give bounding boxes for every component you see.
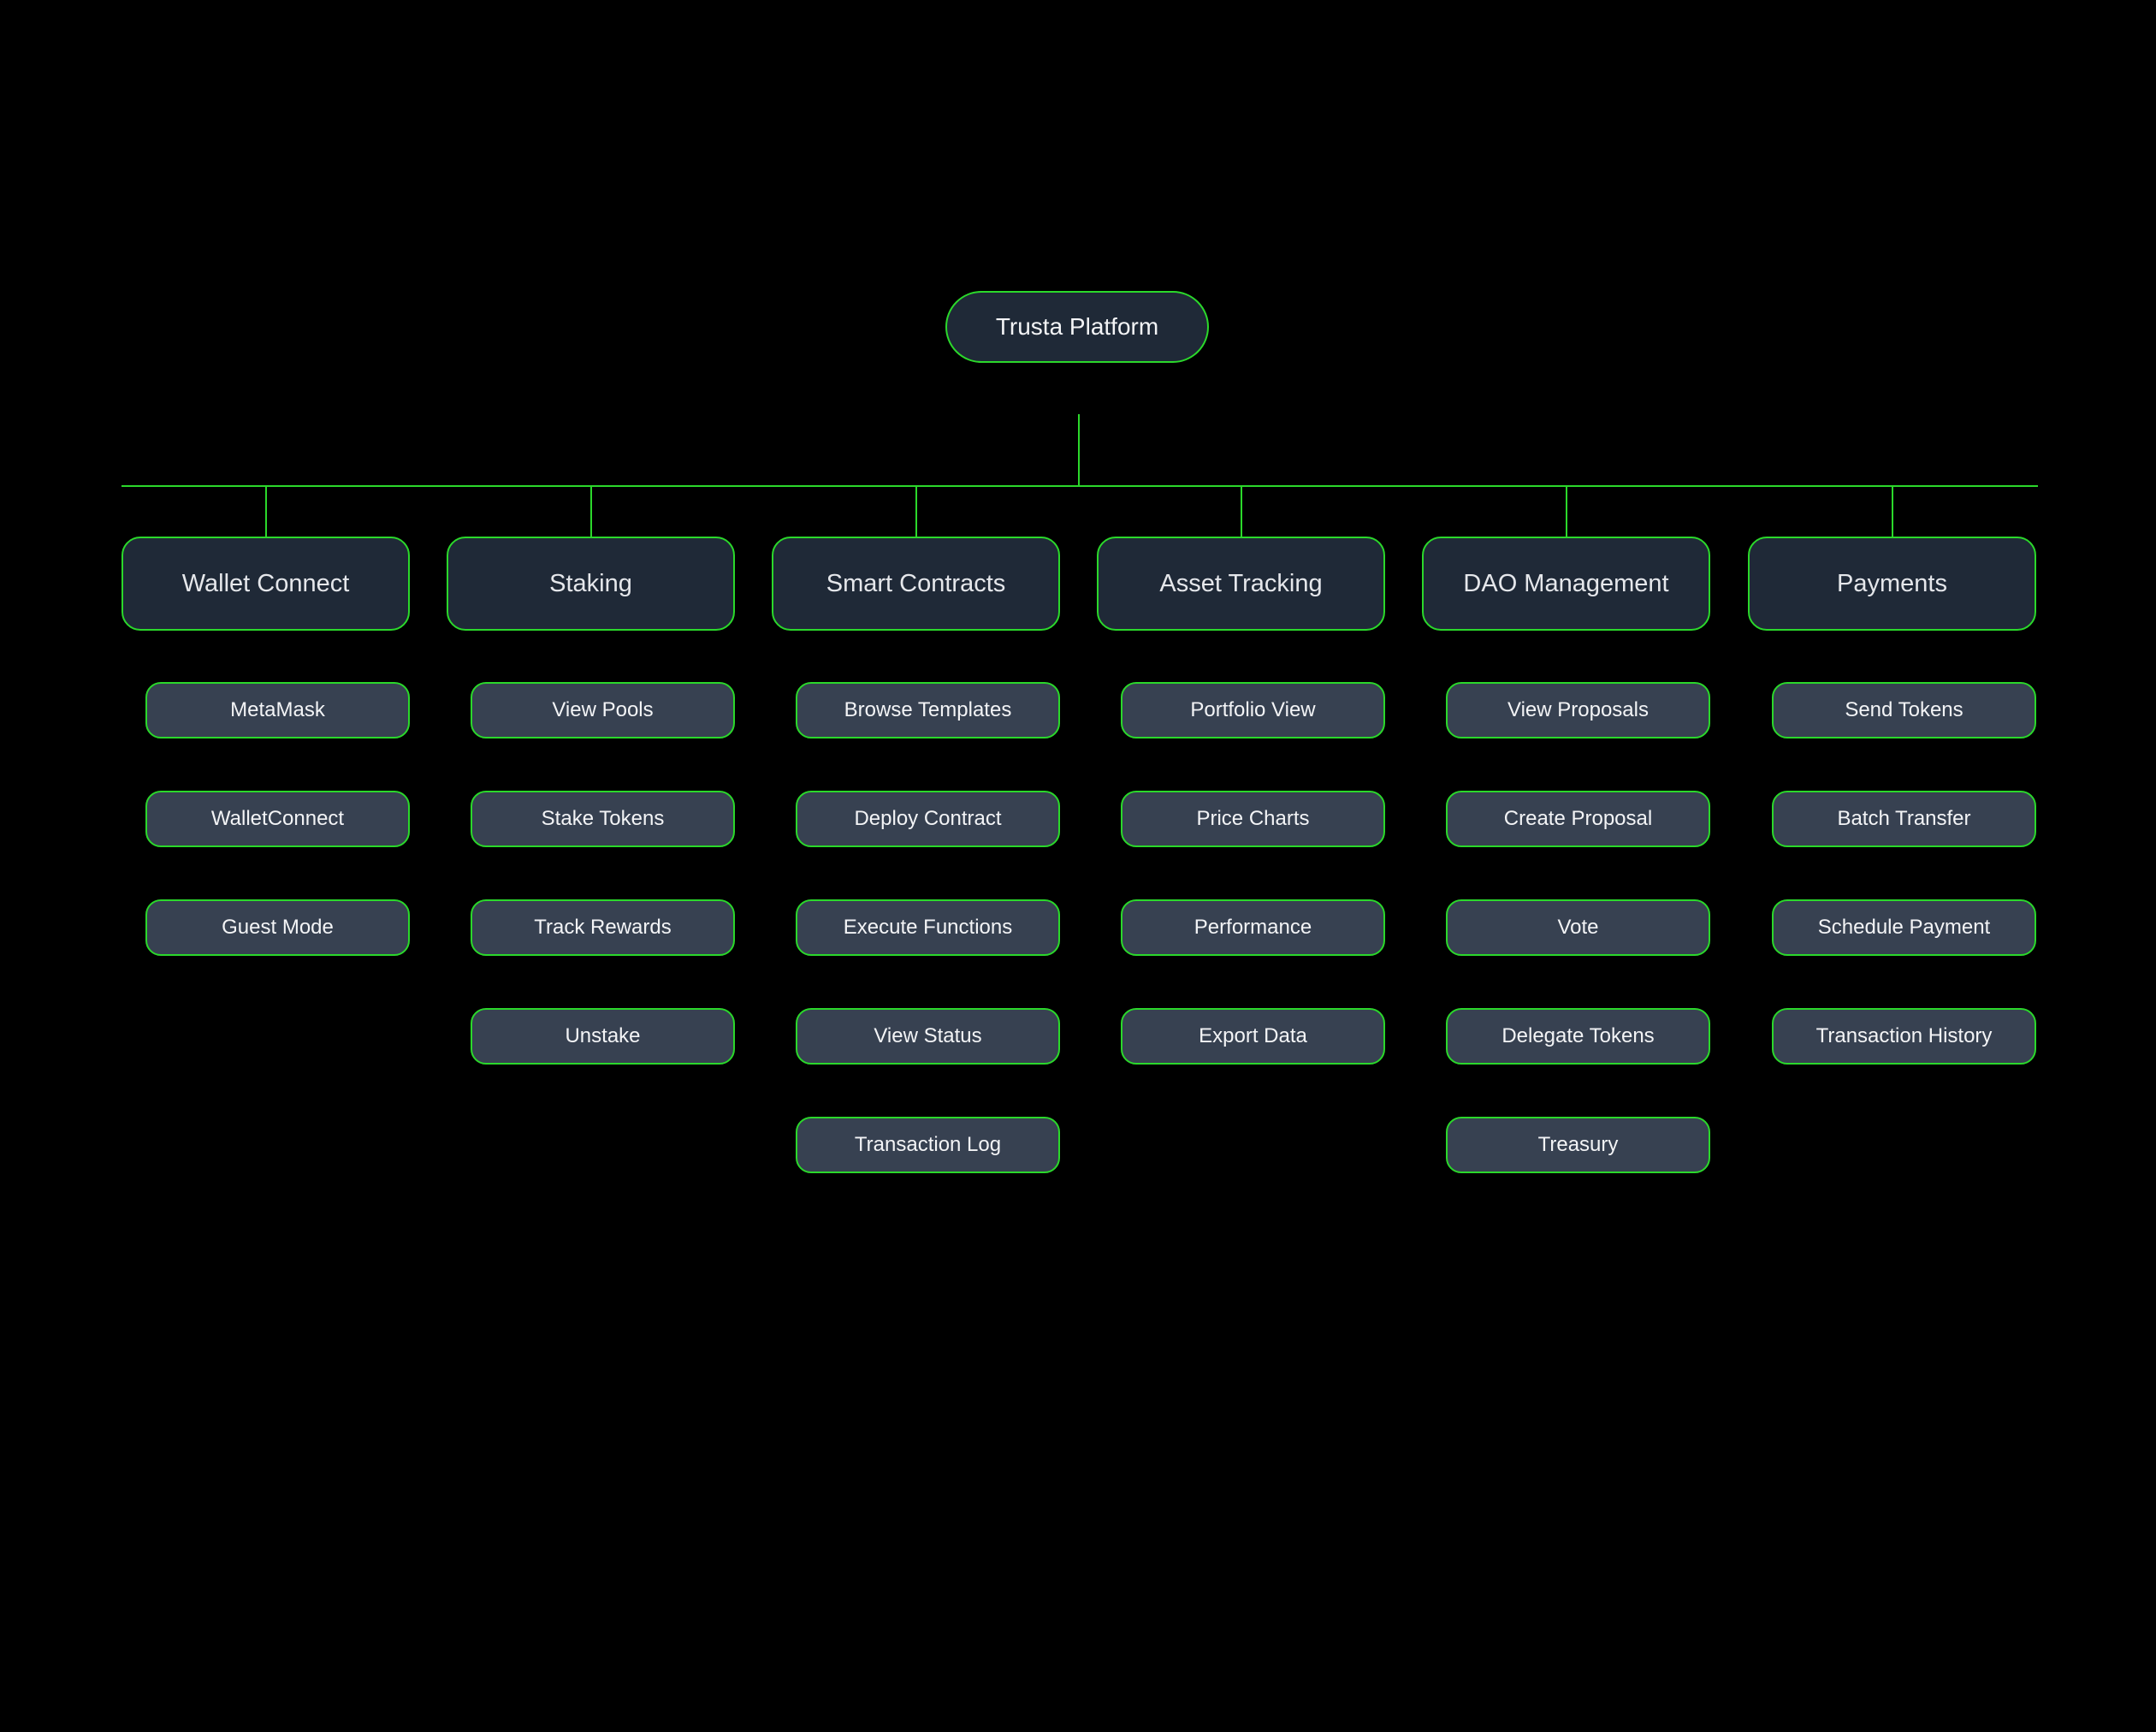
item-stake-tokens[interactable]: Stake Tokens [471, 791, 735, 847]
category-column-payments: Payments Send Tokens Batch Transfer Sche… [1748, 537, 2036, 1065]
category-node-asset-tracking[interactable]: Asset Tracking [1097, 537, 1385, 631]
item-price-charts[interactable]: Price Charts [1121, 791, 1385, 847]
item-send-tokens[interactable]: Send Tokens [1772, 682, 2036, 738]
category-node-payments[interactable]: Payments [1748, 537, 2036, 631]
root-node[interactable]: Trusta Platform [945, 291, 1209, 363]
item-export-data[interactable]: Export Data [1121, 1008, 1385, 1065]
item-transaction-log[interactable]: Transaction Log [796, 1117, 1060, 1173]
item-transaction-history[interactable]: Transaction History [1772, 1008, 2036, 1065]
item-list-payments: Send Tokens Batch Transfer Schedule Paym… [1772, 682, 2036, 1117]
category-node-staking[interactable]: Staking [447, 537, 735, 631]
branch-connector-wallet-connect [265, 486, 267, 537]
item-vote[interactable]: Vote [1446, 899, 1710, 956]
root-stem-connector [1078, 414, 1080, 486]
item-delegate-tokens[interactable]: Delegate Tokens [1446, 1008, 1710, 1065]
item-treasury[interactable]: Treasury [1446, 1117, 1710, 1173]
item-guest-mode[interactable]: Guest Mode [145, 899, 410, 956]
branch-connector-staking [590, 486, 592, 537]
item-metamask[interactable]: MetaMask [145, 682, 410, 738]
item-browse-templates[interactable]: Browse Templates [796, 682, 1060, 738]
item-walletconnect[interactable]: WalletConnect [145, 791, 410, 847]
item-schedule-payment[interactable]: Schedule Payment [1772, 899, 2036, 956]
item-unstake[interactable]: Unstake [471, 1008, 735, 1065]
item-create-proposal[interactable]: Create Proposal [1446, 791, 1710, 847]
item-list-smart-contracts: Browse Templates Deploy Contract Execute… [796, 682, 1060, 1225]
category-column-staking: Staking View Pools Stake Tokens Track Re… [447, 537, 735, 1065]
item-view-proposals[interactable]: View Proposals [1446, 682, 1710, 738]
horizontal-bus-connector [121, 485, 2038, 487]
branch-connector-payments [1892, 486, 1893, 537]
item-view-status[interactable]: View Status [796, 1008, 1060, 1065]
item-view-pools[interactable]: View Pools [471, 682, 735, 738]
category-node-wallet-connect[interactable]: Wallet Connect [121, 537, 410, 631]
item-portfolio-view[interactable]: Portfolio View [1121, 682, 1385, 738]
category-column-asset-tracking: Asset Tracking Portfolio View Price Char… [1097, 537, 1385, 1065]
item-execute-functions[interactable]: Execute Functions [796, 899, 1060, 956]
category-column-dao-management: DAO Management View Proposals Create Pro… [1422, 537, 1710, 1173]
item-list-staking: View Pools Stake Tokens Track Rewards Un… [471, 682, 735, 1117]
item-list-wallet-connect: MetaMask WalletConnect Guest Mode [145, 682, 410, 1008]
category-column-wallet-connect: Wallet Connect MetaMask WalletConnect Gu… [121, 537, 410, 956]
item-batch-transfer[interactable]: Batch Transfer [1772, 791, 2036, 847]
item-performance[interactable]: Performance [1121, 899, 1385, 956]
item-track-rewards[interactable]: Track Rewards [471, 899, 735, 956]
item-list-dao-management: View Proposals Create Proposal Vote Dele… [1446, 682, 1710, 1225]
branch-connector-asset-tracking [1241, 486, 1242, 537]
category-node-dao-management[interactable]: DAO Management [1422, 537, 1710, 631]
branch-connector-dao-management [1566, 486, 1567, 537]
item-list-asset-tracking: Portfolio View Price Charts Performance … [1121, 682, 1385, 1117]
category-node-smart-contracts[interactable]: Smart Contracts [772, 537, 1060, 631]
item-deploy-contract[interactable]: Deploy Contract [796, 791, 1060, 847]
branch-connector-smart-contracts [915, 486, 917, 537]
category-column-smart-contracts: Smart Contracts Browse Templates Deploy … [772, 537, 1060, 1173]
